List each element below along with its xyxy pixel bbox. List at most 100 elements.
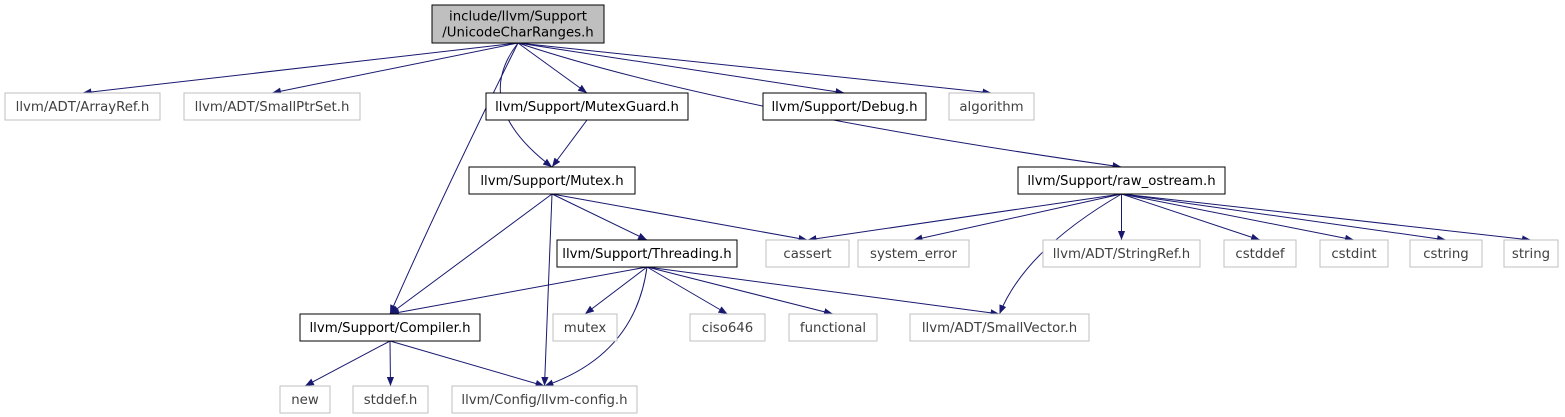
node-compiler[interactable]: llvm/Support/Compiler.h	[299, 313, 481, 342]
node-label: llvm/ADT/ArrayRef.h	[16, 100, 150, 115]
node-llvmconfig: llvm/Config/llvm-config.h	[451, 385, 638, 414]
edge-raw_ostream-to-cstdint	[1121, 193, 1355, 242]
node-label: cstdint	[1331, 247, 1376, 262]
edge-mutex_h-to-cassert	[551, 193, 808, 242]
node-label: llvm/Support/MutexGuard.h	[495, 100, 679, 115]
edge-compiler-to-llvmconfig	[389, 340, 545, 387]
node-label: llvm/Support/Mutex.h	[480, 174, 623, 189]
node-cstdint: cstdint	[1319, 239, 1389, 268]
node-box	[1223, 239, 1297, 268]
node-box	[431, 4, 605, 44]
node-arrayref: llvm/ADT/ArrayRef.h	[4, 92, 161, 121]
edge-root-to-smallptrset	[271, 42, 519, 95]
edge-root-to-arrayref	[82, 42, 519, 96]
node-box	[948, 92, 1035, 121]
node-root: include/llvm/Support/UnicodeCharRanges.h	[431, 4, 605, 44]
node-label: include/llvm/Support	[449, 10, 587, 25]
node-label: llvm/ADT/StringRef.h	[1053, 247, 1191, 262]
node-label: mutex	[564, 321, 607, 336]
node-cstddef: cstddef	[1223, 239, 1297, 268]
edge-threading-to-smallvector	[646, 266, 1000, 317]
node-mutex: mutex	[552, 313, 618, 342]
node-smallvector: llvm/ADT/SmallVector.h	[909, 313, 1090, 342]
node-box	[1503, 239, 1559, 268]
node-label: llvm/Support/raw_ostream.h	[1027, 174, 1215, 189]
edge-threading-to-mutex	[584, 266, 648, 315]
node-label: cstring	[1423, 247, 1468, 262]
node-label: llvm/Support/Threading.h	[562, 247, 731, 262]
node-raw_ostream[interactable]: llvm/Support/raw_ostream.h	[1017, 166, 1226, 195]
node-box	[762, 92, 927, 121]
node-box	[4, 92, 161, 121]
node-box	[909, 313, 1090, 342]
node-stddef: stddef.h	[352, 385, 429, 414]
edge-threading-to-ciso646	[646, 266, 728, 315]
edge-mutex_h-to-threading	[551, 193, 648, 241]
node-box	[788, 313, 878, 342]
node-threading[interactable]: llvm/Support/Threading.h	[556, 239, 738, 268]
node-functional: functional	[788, 313, 878, 342]
edge-compiler-to-new	[304, 340, 391, 387]
edge-raw_ostream-to-system_error	[913, 193, 1122, 242]
node-box	[1042, 239, 1201, 268]
node-label: new	[291, 393, 319, 408]
node-string: string	[1503, 239, 1559, 268]
node-box	[485, 92, 689, 121]
edge-threading-to-compiler	[389, 266, 648, 316]
node-label: algorithm	[959, 100, 1023, 115]
node-box	[1017, 166, 1226, 195]
node-label: functional	[800, 321, 866, 336]
node-box	[352, 385, 429, 414]
node-label: ciso646	[702, 321, 753, 336]
node-label: system_error	[870, 247, 957, 262]
node-box	[765, 239, 850, 268]
node-cassert: cassert	[765, 239, 850, 268]
node-box	[279, 385, 331, 414]
node-label: llvm/ADT/SmallPtrSet.h	[195, 100, 350, 115]
node-stringref: llvm/ADT/StringRef.h	[1042, 239, 1201, 268]
node-label: string	[1512, 247, 1550, 262]
nodes-layer: include/llvm/Support/UnicodeCharRanges.h…	[4, 4, 1559, 414]
edge-mutex_h-to-compiler	[389, 193, 553, 315]
edge-raw_ostream-to-cstddef	[1121, 193, 1261, 241]
node-box	[451, 385, 638, 414]
node-box	[468, 166, 636, 195]
node-label: cassert	[783, 247, 831, 262]
node-box	[1319, 239, 1389, 268]
edge-compiler-to-stddef	[386, 340, 394, 387]
edge-root-to-algorithm	[517, 42, 992, 96]
node-system_error: system_error	[857, 239, 970, 268]
edge-threading-to-functional	[646, 266, 834, 316]
node-mutex_h[interactable]: llvm/Support/Mutex.h	[468, 166, 636, 195]
edge-raw_ostream-to-cassert	[807, 193, 1122, 243]
node-label: llvm/Support/Compiler.h	[309, 321, 470, 336]
node-label: llvm/ADT/SmallVector.h	[922, 321, 1077, 336]
node-box	[299, 313, 481, 342]
node-box	[689, 313, 766, 342]
node-ciso646: ciso646	[689, 313, 766, 342]
node-debug[interactable]: llvm/Support/Debug.h	[762, 92, 927, 121]
node-box	[1409, 239, 1483, 268]
node-label: stddef.h	[364, 393, 418, 408]
node-algorithm: algorithm	[948, 92, 1035, 121]
node-label: /UnicodeCharRanges.h	[442, 26, 593, 41]
node-cstring: cstring	[1409, 239, 1483, 268]
edge-root-to-compiler	[389, 42, 519, 315]
edges-layer	[82, 42, 1532, 387]
node-box	[183, 92, 361, 121]
edge-mutex_h-to-llvmconfig	[541, 193, 553, 387]
edge-mutexguard-to-mutex_h	[551, 119, 588, 168]
node-label: llvm/Config/llvm-config.h	[461, 393, 627, 408]
node-label: cstddef	[1235, 247, 1285, 262]
node-box	[552, 313, 618, 342]
node-smallptrset: llvm/ADT/SmallPtrSet.h	[183, 92, 361, 121]
node-label: llvm/Support/Debug.h	[771, 100, 917, 115]
node-box	[857, 239, 970, 268]
edge-root-to-debug	[517, 42, 845, 96]
edge-raw_ostream-to-string	[1121, 193, 1532, 243]
edge-root-to-mutexguard	[517, 42, 588, 94]
node-new: new	[279, 385, 331, 414]
node-box	[556, 239, 738, 268]
node-mutexguard[interactable]: llvm/Support/MutexGuard.h	[485, 92, 689, 121]
